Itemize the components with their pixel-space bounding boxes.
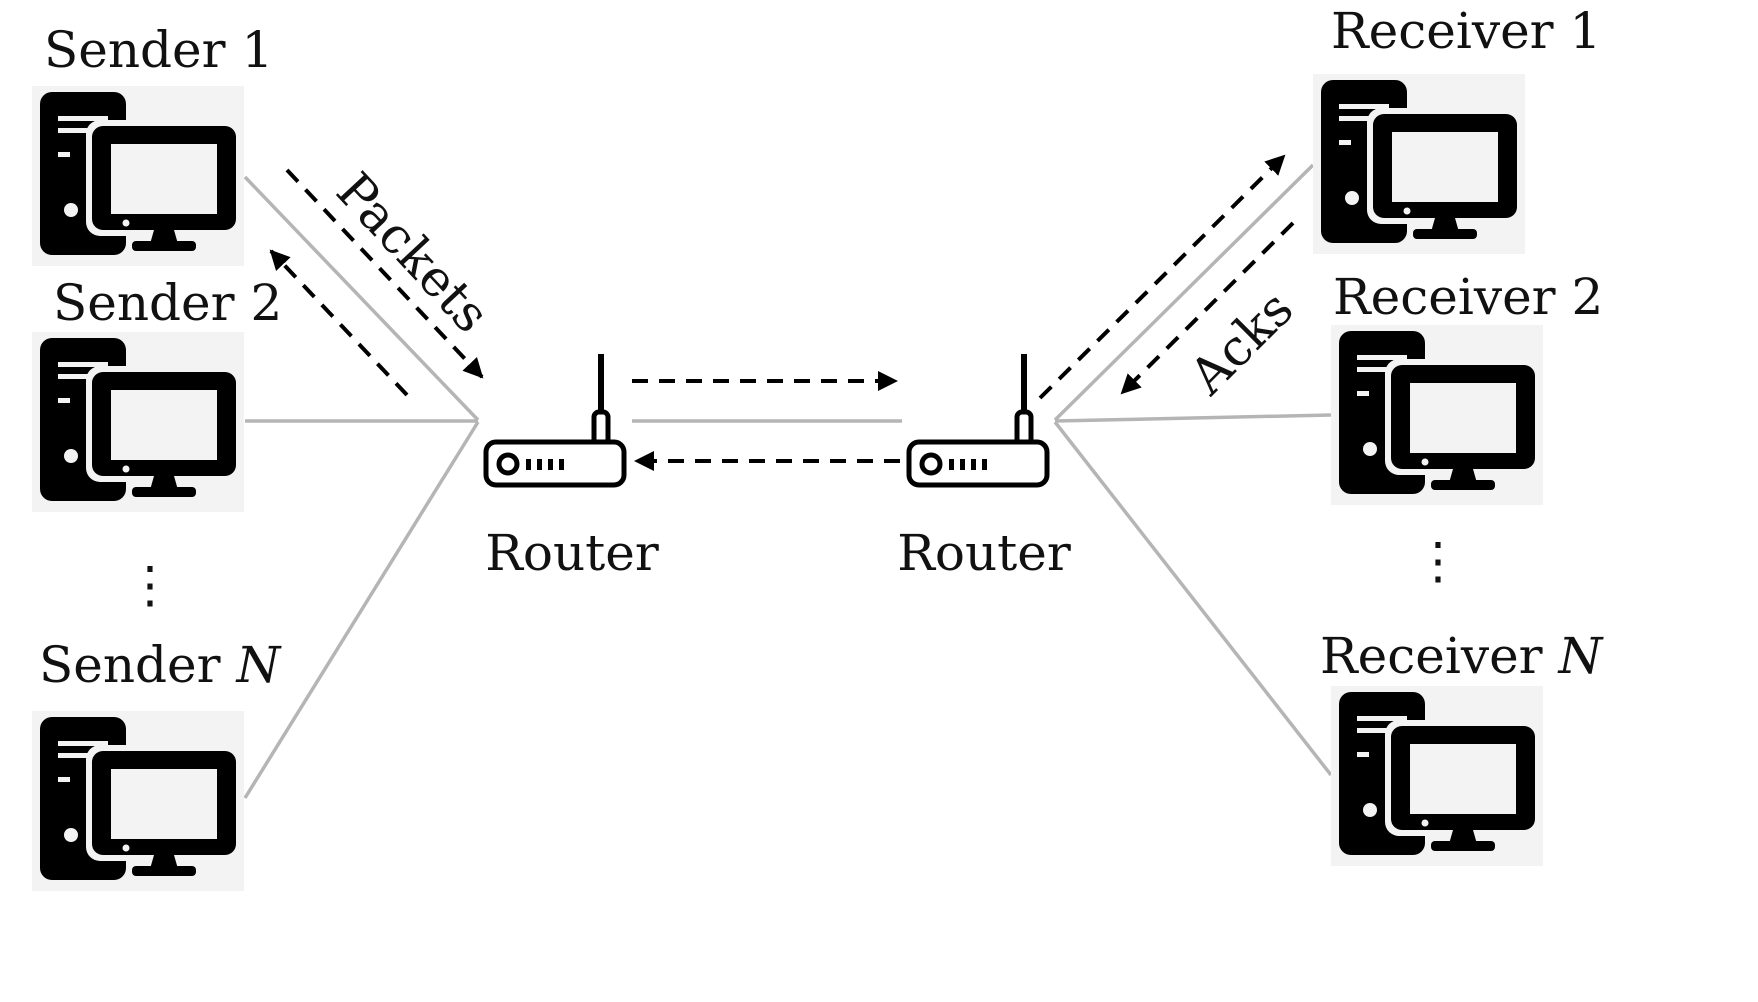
sender-1: Sender 1	[32, 21, 273, 266]
desktop-computer-icon	[1331, 325, 1543, 505]
receiver-1-label: Receiver 1	[1331, 2, 1601, 60]
router-right-label: Router	[897, 524, 1071, 582]
sender-n-label: Sender N	[39, 636, 282, 694]
receiver-2: Receiver 2	[1331, 268, 1603, 505]
acks-arrow-receiver-to-router	[1120, 221, 1295, 395]
sender-1-label: Sender 1	[44, 21, 273, 79]
link-router-receiver2	[1054, 413, 1332, 423]
desktop-computer-icon	[1331, 686, 1543, 866]
receiver-1: Receiver 1	[1313, 2, 1601, 254]
link-router-receiverN	[1053, 420, 1333, 777]
acks-label: Acks	[1178, 280, 1305, 407]
wifi-router-icon	[486, 354, 624, 485]
link-router-receiver1	[1053, 163, 1315, 422]
sender-n: Sender N	[32, 636, 282, 891]
wifi-router-icon	[909, 354, 1047, 485]
desktop-computer-icon	[32, 332, 244, 512]
acks-arrow-router-to-sender	[269, 249, 409, 397]
packets-arrow-router-to-receiver	[1038, 154, 1286, 400]
receiver-n-label: Receiver N	[1320, 627, 1604, 685]
sender-2-label: Sender 2	[53, 274, 282, 332]
desktop-computer-icon	[32, 711, 244, 891]
router-right: Router	[897, 354, 1071, 582]
router-left: Router	[485, 354, 659, 582]
link-senderN-router	[243, 421, 480, 799]
receiver-2-label: Receiver 2	[1333, 268, 1603, 326]
sender-2: Sender 2	[32, 274, 282, 512]
link-lines	[243, 163, 1333, 799]
desktop-computer-icon	[1313, 74, 1525, 254]
sender-ellipsis: ⋮	[125, 556, 175, 614]
flow-arrows	[269, 154, 1295, 471]
packets-label: Packets	[325, 162, 500, 344]
receiver-n: Receiver N	[1320, 627, 1604, 866]
receiver-ellipsis: ⋮	[1413, 532, 1463, 590]
packets-arrow-sender-to-router	[285, 168, 484, 379]
desktop-computer-icon	[32, 86, 244, 266]
link-sender1-router	[243, 175, 480, 422]
router-left-label: Router	[485, 524, 659, 582]
